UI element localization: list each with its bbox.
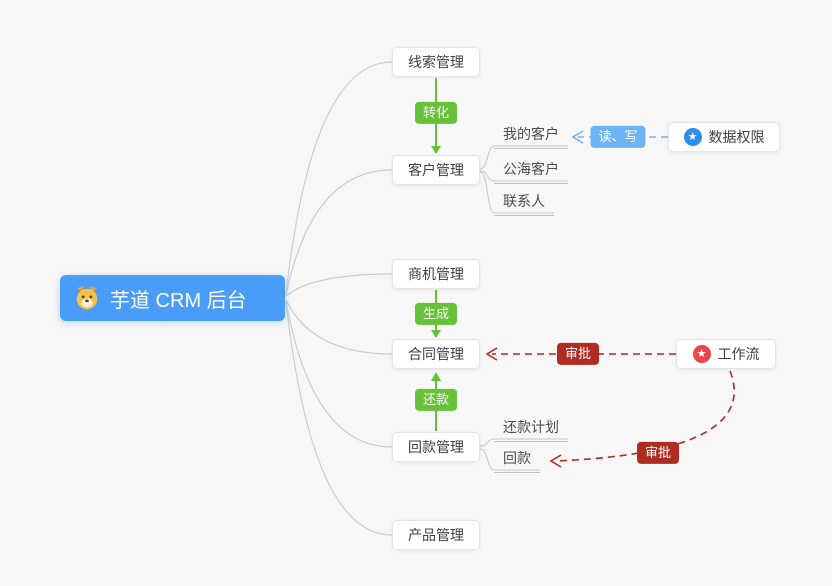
node-data-permission: ★ 数据权限 <box>668 122 780 152</box>
node-workflow: ★ 工作流 <box>676 339 776 369</box>
green-arrows <box>431 78 441 431</box>
child-contacts-label: 联系人 <box>503 193 545 209</box>
node-data-permission-label: 数据权限 <box>708 129 765 145</box>
child-repayment-plan-label: 还款计划 <box>503 419 559 435</box>
edge-label-repay: 还款 <box>414 388 458 412</box>
curve-root-to-customers <box>285 169 393 296</box>
curve-customers-to-public-customers <box>479 170 568 182</box>
edge-label-approve-contract: 审批 <box>556 342 600 366</box>
root-node-label: 芋道 CRM 后台 <box>110 289 247 312</box>
curve-receivables-to-repayment-plan <box>479 438 568 447</box>
arrow-approve-receivable-head <box>549 454 562 468</box>
arrow-read-write-head <box>571 130 584 144</box>
curve-root-to-opportunities <box>285 273 393 297</box>
child-receivable-label: 回款 <box>503 450 531 466</box>
arrow-convert-head <box>431 146 441 154</box>
curve-receivables-to-receivable <box>479 448 540 471</box>
node-opportunities-label: 商机管理 <box>408 266 464 282</box>
red-dashed-arrows <box>485 347 735 468</box>
node-receivables-label: 回款管理 <box>408 439 464 455</box>
root-node-crm-backend: 芋道 CRM 后台 <box>60 275 285 321</box>
node-workflow-label: 工作流 <box>717 346 760 362</box>
node-opportunities: 商机管理 <box>392 259 480 289</box>
root-branch-curves <box>285 61 393 536</box>
dog-icon <box>76 286 98 310</box>
edge-label-approve-receivable: 审批 <box>636 441 680 465</box>
child-public-customers: 公海客户 <box>494 159 568 184</box>
edge-label-generate: 生成 <box>414 302 458 326</box>
node-customers-label: 客户管理 <box>408 162 464 178</box>
node-receivables: 回款管理 <box>392 432 480 462</box>
child-my-customers-label: 我的客户 <box>503 126 559 142</box>
node-leads: 线索管理 <box>392 47 480 77</box>
curve-root-to-contracts <box>285 299 393 355</box>
node-contracts: 合同管理 <box>392 339 480 369</box>
child-branch-curves <box>479 145 568 471</box>
child-contacts: 联系人 <box>494 191 554 216</box>
arrow-approve-contract-head <box>485 347 498 361</box>
node-products: 产品管理 <box>392 520 480 550</box>
edge-label-convert: 转化 <box>414 101 458 125</box>
star-icon: ★ <box>692 345 711 363</box>
child-repayment-plan: 还款计划 <box>494 417 568 442</box>
star-icon: ★ <box>683 128 702 146</box>
node-contracts-label: 合同管理 <box>408 346 464 362</box>
node-products-label: 产品管理 <box>408 527 464 543</box>
edge-label-read-write: 读、写 <box>590 125 646 149</box>
curve-customers-to-contacts <box>479 171 554 214</box>
curve-root-to-receivables <box>285 300 393 448</box>
child-public-customers-label: 公海客户 <box>503 161 559 177</box>
child-receivable: 回款 <box>494 448 540 473</box>
curve-root-to-products <box>285 301 393 536</box>
node-leads-label: 线索管理 <box>408 54 464 70</box>
curve-customers-to-my-customers <box>479 145 568 170</box>
curve-root-to-leads <box>285 61 393 295</box>
arrow-generate-head <box>431 330 441 338</box>
child-my-customers: 我的客户 <box>494 124 568 149</box>
arrow-repay-head <box>431 372 441 381</box>
arrow-approve-receivable-line <box>555 370 735 462</box>
node-customers: 客户管理 <box>392 155 480 185</box>
